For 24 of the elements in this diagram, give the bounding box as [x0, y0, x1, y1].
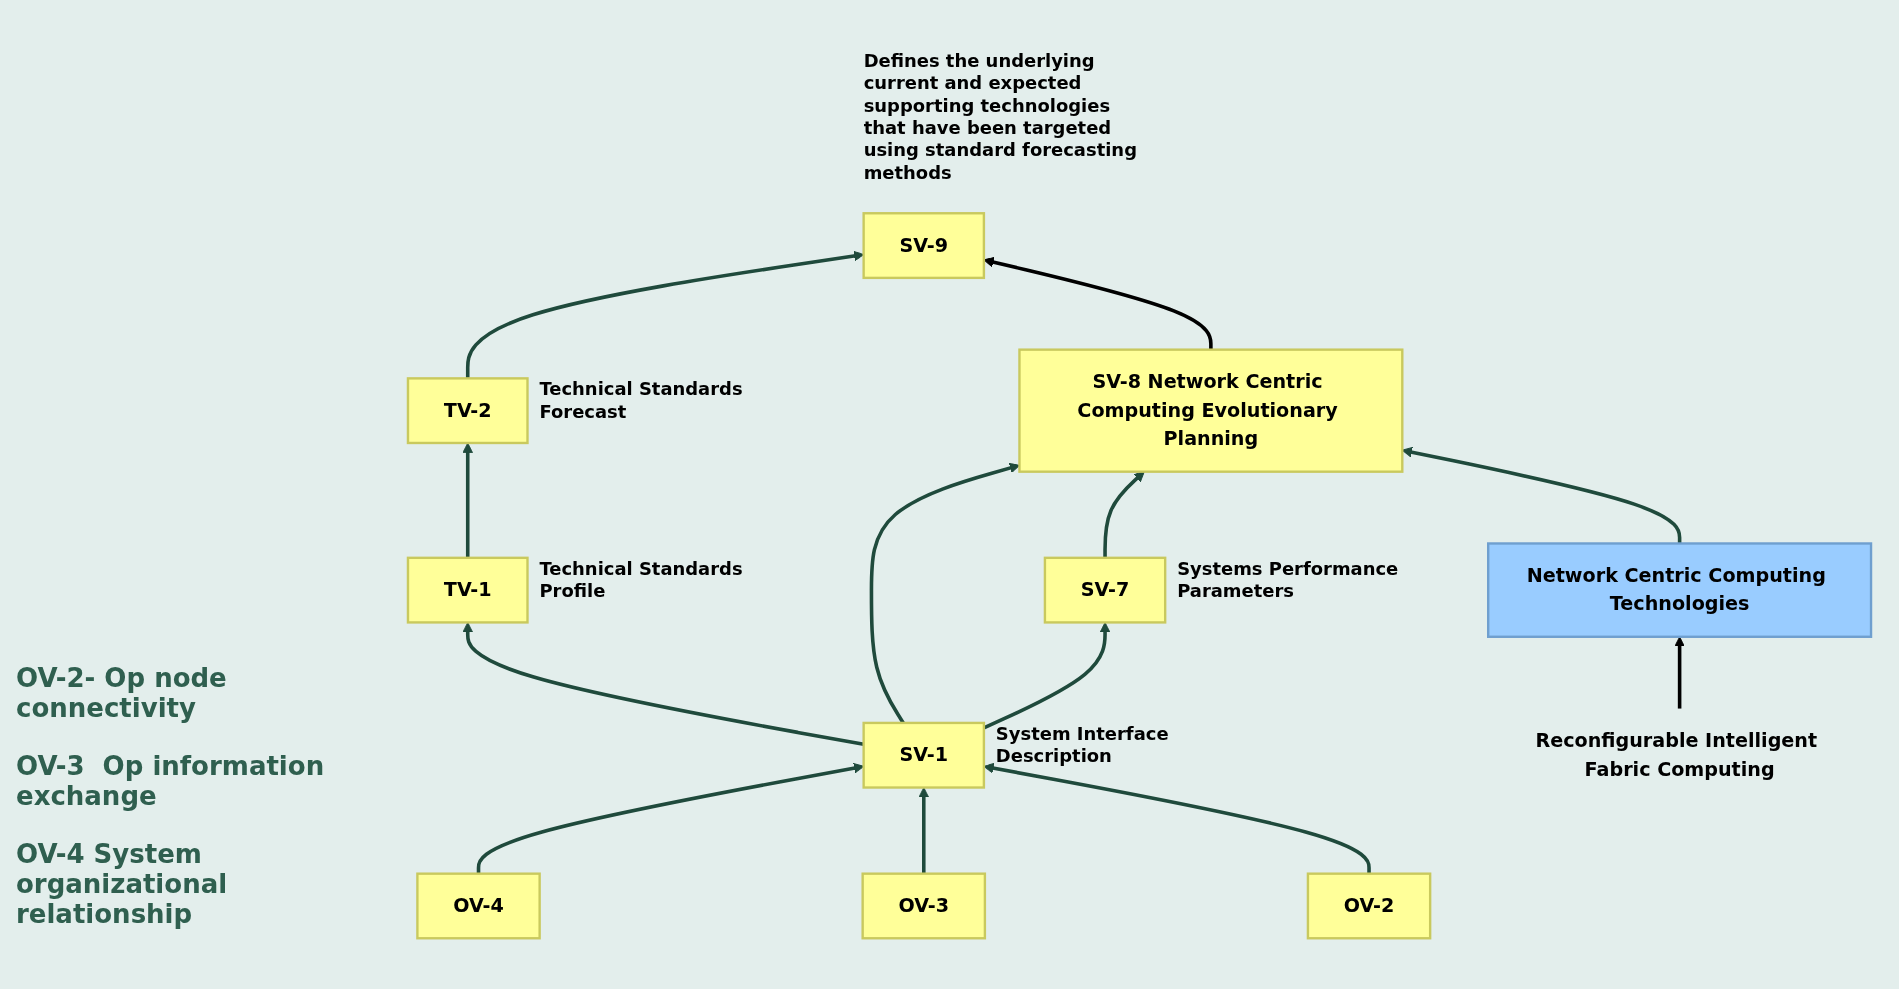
node-caption: Technical Standards Forecast — [539, 378, 743, 422]
node-box: TV-1 — [406, 557, 529, 624]
node-box: SV-1 — [862, 722, 986, 790]
arrow — [983, 257, 1213, 351]
node-caption: Systems Performance Parameters — [1177, 557, 1399, 602]
node-box: SV-7 — [1043, 557, 1167, 624]
note-text: OV-2- Op node connectivity — [16, 663, 228, 723]
arrow — [918, 787, 930, 875]
node-caption: Defines the underlying current and expected supporting technologies that have been targeted using standard forecasting methods — [863, 50, 1137, 184]
node-box: SV-8 Network Centric Computing Evolutionary Planning — [1018, 348, 1404, 474]
arrow — [462, 622, 864, 747]
arrow — [983, 763, 1371, 875]
node-caption: System Interface Description — [995, 723, 1169, 767]
node-box: OV-2 — [1306, 872, 1432, 940]
arrow — [983, 622, 1111, 730]
node-box: OV-4 — [416, 872, 541, 940]
node-caption: Technical Standards Profile — [539, 557, 743, 602]
node-box: OV-3 — [861, 872, 987, 940]
note-text: OV-4 System organizational relationship — [16, 839, 229, 929]
node-box: TV-2 — [406, 377, 529, 445]
node-box: Network Centric Computing Technologies — [1487, 542, 1873, 639]
node-text: Reconfigurable Intelligent Fabric Computing — [1535, 729, 1818, 781]
node-box: SV-9 — [862, 212, 986, 280]
note-text: OV-3 Op information exchange — [16, 751, 326, 811]
